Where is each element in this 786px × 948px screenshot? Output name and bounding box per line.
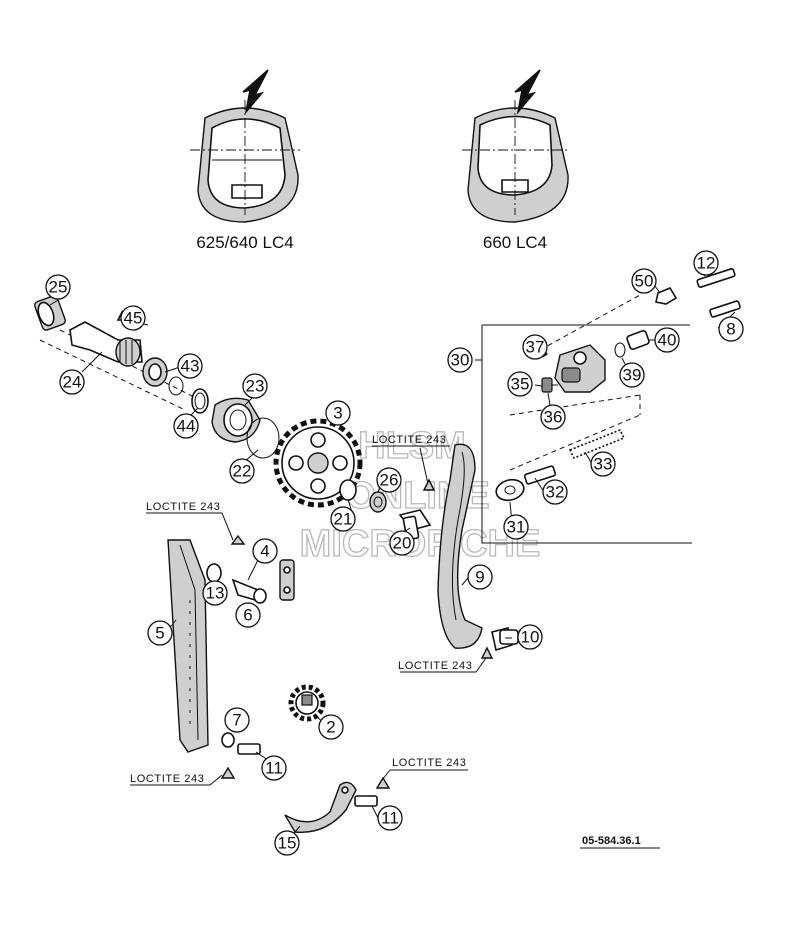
svg-text:6: 6 <box>243 606 252 625</box>
loctite-label: LOCTITE 243 <box>146 501 220 513</box>
guide-rail-fixings <box>206 534 295 779</box>
callout-31: 31 <box>503 514 529 540</box>
caption-625-640: 625/640 LC4 <box>196 233 293 252</box>
svg-text:26: 26 <box>380 471 399 490</box>
callout-50: 50 <box>631 268 657 294</box>
reference-number: 05-584.36.1 <box>582 835 641 847</box>
callout-10: 10 <box>517 624 543 650</box>
loctite-label: LOCTITE 243 <box>372 434 446 446</box>
svg-text:45: 45 <box>124 309 143 328</box>
callout-5: 5 <box>147 620 173 646</box>
svg-text:23: 23 <box>246 377 265 396</box>
callouts: 25 45 24 43 23 44 22 3 26 21 20 4 13 6 5… <box>45 250 744 856</box>
svg-text:4: 4 <box>260 542 269 561</box>
tensioner-rail <box>398 443 519 652</box>
svg-text:5: 5 <box>155 624 164 643</box>
callout-44: 44 <box>173 413 199 439</box>
callout-11: 11 <box>377 805 403 831</box>
svg-text:20: 20 <box>393 534 412 553</box>
svg-text:44: 44 <box>177 417 196 436</box>
callout-11: 11 <box>261 755 287 781</box>
svg-text:33: 33 <box>594 455 613 474</box>
callout-21: 21 <box>330 506 356 532</box>
loctite-labels: LOCTITE 243 LOCTITE 243 LOCTITE 243 LOCT… <box>130 434 472 785</box>
svg-text:13: 13 <box>206 584 225 603</box>
callout-24: 24 <box>59 369 85 395</box>
detail-625-640: 625/640 LC4 <box>190 69 300 252</box>
svg-text:2: 2 <box>326 718 335 737</box>
svg-text:8: 8 <box>726 320 735 339</box>
svg-text:10: 10 <box>521 628 540 647</box>
callout-6: 6 <box>235 602 261 628</box>
callout-40: 40 <box>654 327 680 353</box>
callout-43: 43 <box>177 353 203 379</box>
loctite-label: LOCTITE 243 <box>398 660 472 672</box>
callout-4: 4 <box>252 538 278 564</box>
svg-text:32: 32 <box>546 483 565 502</box>
loctite-label: LOCTITE 243 <box>392 757 466 769</box>
svg-text:37: 37 <box>526 338 545 357</box>
detail-660: 660 LC4 <box>462 69 570 252</box>
callout-3: 3 <box>325 400 351 426</box>
callout-30: 30 <box>447 347 473 373</box>
svg-text:31: 31 <box>507 518 526 537</box>
callout-20: 20 <box>389 530 415 556</box>
svg-text:15: 15 <box>278 834 297 853</box>
svg-text:3: 3 <box>333 404 342 423</box>
camshaft-sprocket <box>273 418 387 513</box>
callout-9: 9 <box>467 564 493 590</box>
callout-2: 2 <box>318 714 344 740</box>
svg-text:11: 11 <box>381 809 399 828</box>
callout-36: 36 <box>540 404 566 430</box>
callout-33: 33 <box>590 451 616 477</box>
caption-660: 660 LC4 <box>483 233 547 252</box>
chain-tensioner-group <box>481 268 741 544</box>
svg-text:50: 50 <box>635 272 654 291</box>
svg-text:24: 24 <box>63 373 82 392</box>
svg-text:25: 25 <box>49 278 68 297</box>
svg-text:35: 35 <box>511 375 530 394</box>
svg-text:30: 30 <box>451 351 470 370</box>
callout-45: 45 <box>120 305 146 331</box>
svg-text:36: 36 <box>544 408 563 427</box>
loctite-label: LOCTITE 243 <box>130 773 204 785</box>
callout-35: 35 <box>507 371 533 397</box>
callout-26: 26 <box>376 467 402 493</box>
arrow-icon <box>514 69 541 115</box>
svg-text:43: 43 <box>181 357 200 376</box>
callout-12: 12 <box>693 250 719 276</box>
crankshaft-sprocket <box>288 684 326 722</box>
callout-13: 13 <box>202 580 228 606</box>
callout-25: 25 <box>45 274 71 300</box>
svg-text:39: 39 <box>623 366 642 385</box>
svg-text:11: 11 <box>265 759 283 778</box>
svg-text:22: 22 <box>233 462 252 481</box>
chain-guide-bracket <box>284 776 391 834</box>
svg-text:7: 7 <box>232 711 241 730</box>
callout-8: 8 <box>718 316 744 342</box>
svg-text:12: 12 <box>697 254 716 273</box>
callout-7: 7 <box>224 707 250 733</box>
svg-text:9: 9 <box>475 568 484 587</box>
callout-23: 23 <box>242 373 268 399</box>
callout-39: 39 <box>619 362 645 388</box>
callout-22: 22 <box>229 458 255 484</box>
guide-rail <box>167 539 209 753</box>
callout-37: 37 <box>522 334 548 360</box>
svg-text:40: 40 <box>658 331 677 350</box>
arrow-icon <box>242 69 269 115</box>
callout-15: 15 <box>274 830 300 856</box>
camshaft-assembly <box>34 295 280 459</box>
svg-text:21: 21 <box>334 510 353 529</box>
callout-32: 32 <box>542 479 568 505</box>
